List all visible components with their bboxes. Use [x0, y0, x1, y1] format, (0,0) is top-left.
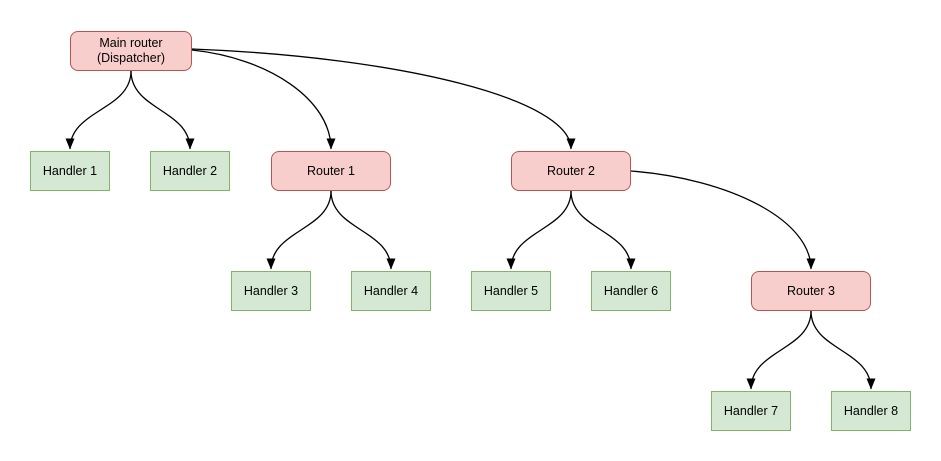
edge-router-1-to-handler-4 — [330, 190, 396, 270]
node-handler-3: Handler 3 — [231, 271, 311, 311]
node-label-router-2: Router 2 — [547, 163, 595, 178]
node-handler-8: Handler 8 — [831, 391, 911, 431]
node-label-main-router: Main router (Dispatcher) — [96, 36, 166, 65]
edge-router-3-to-handler-7 — [746, 310, 812, 390]
node-label-handler-5: Handler 5 — [483, 283, 539, 298]
node-handler-4: Handler 4 — [351, 271, 431, 311]
node-label-router-3: Router 3 — [787, 283, 835, 298]
node-label-handler-1: Handler 1 — [42, 163, 98, 178]
node-main-router: Main router (Dispatcher) — [70, 31, 192, 71]
node-handler-2: Handler 2 — [150, 151, 230, 191]
edge-router-2-to-router-3 — [630, 170, 816, 270]
node-label-handler-2: Handler 2 — [162, 163, 218, 178]
node-label-router-1: Router 1 — [307, 163, 355, 178]
edge-main-router-to-router-2 — [191, 48, 576, 150]
edge-main-router-to-router-1 — [191, 49, 336, 150]
edge-router-2-to-handler-6 — [570, 190, 636, 270]
node-router-3: Router 3 — [751, 271, 871, 311]
edge-main-router-to-handler-1 — [65, 70, 132, 150]
node-handler-1: Handler 1 — [30, 151, 110, 191]
edge-main-router-to-handler-2 — [130, 70, 195, 150]
edge-router-1-to-handler-3 — [266, 190, 332, 270]
node-label-handler-6: Handler 6 — [603, 283, 659, 298]
node-router-1: Router 1 — [271, 151, 391, 191]
node-label-handler-3: Handler 3 — [243, 283, 299, 298]
node-handler-7: Handler 7 — [711, 391, 791, 431]
node-handler-5: Handler 5 — [471, 271, 551, 311]
node-label-handler-7: Handler 7 — [723, 403, 779, 418]
node-label-handler-8: Handler 8 — [843, 403, 899, 418]
node-handler-6: Handler 6 — [591, 271, 671, 311]
node-label-handler-4: Handler 4 — [363, 283, 419, 298]
edge-router-3-to-handler-8 — [810, 310, 876, 390]
edge-router-2-to-handler-5 — [506, 190, 572, 270]
node-router-2: Router 2 — [511, 151, 631, 191]
